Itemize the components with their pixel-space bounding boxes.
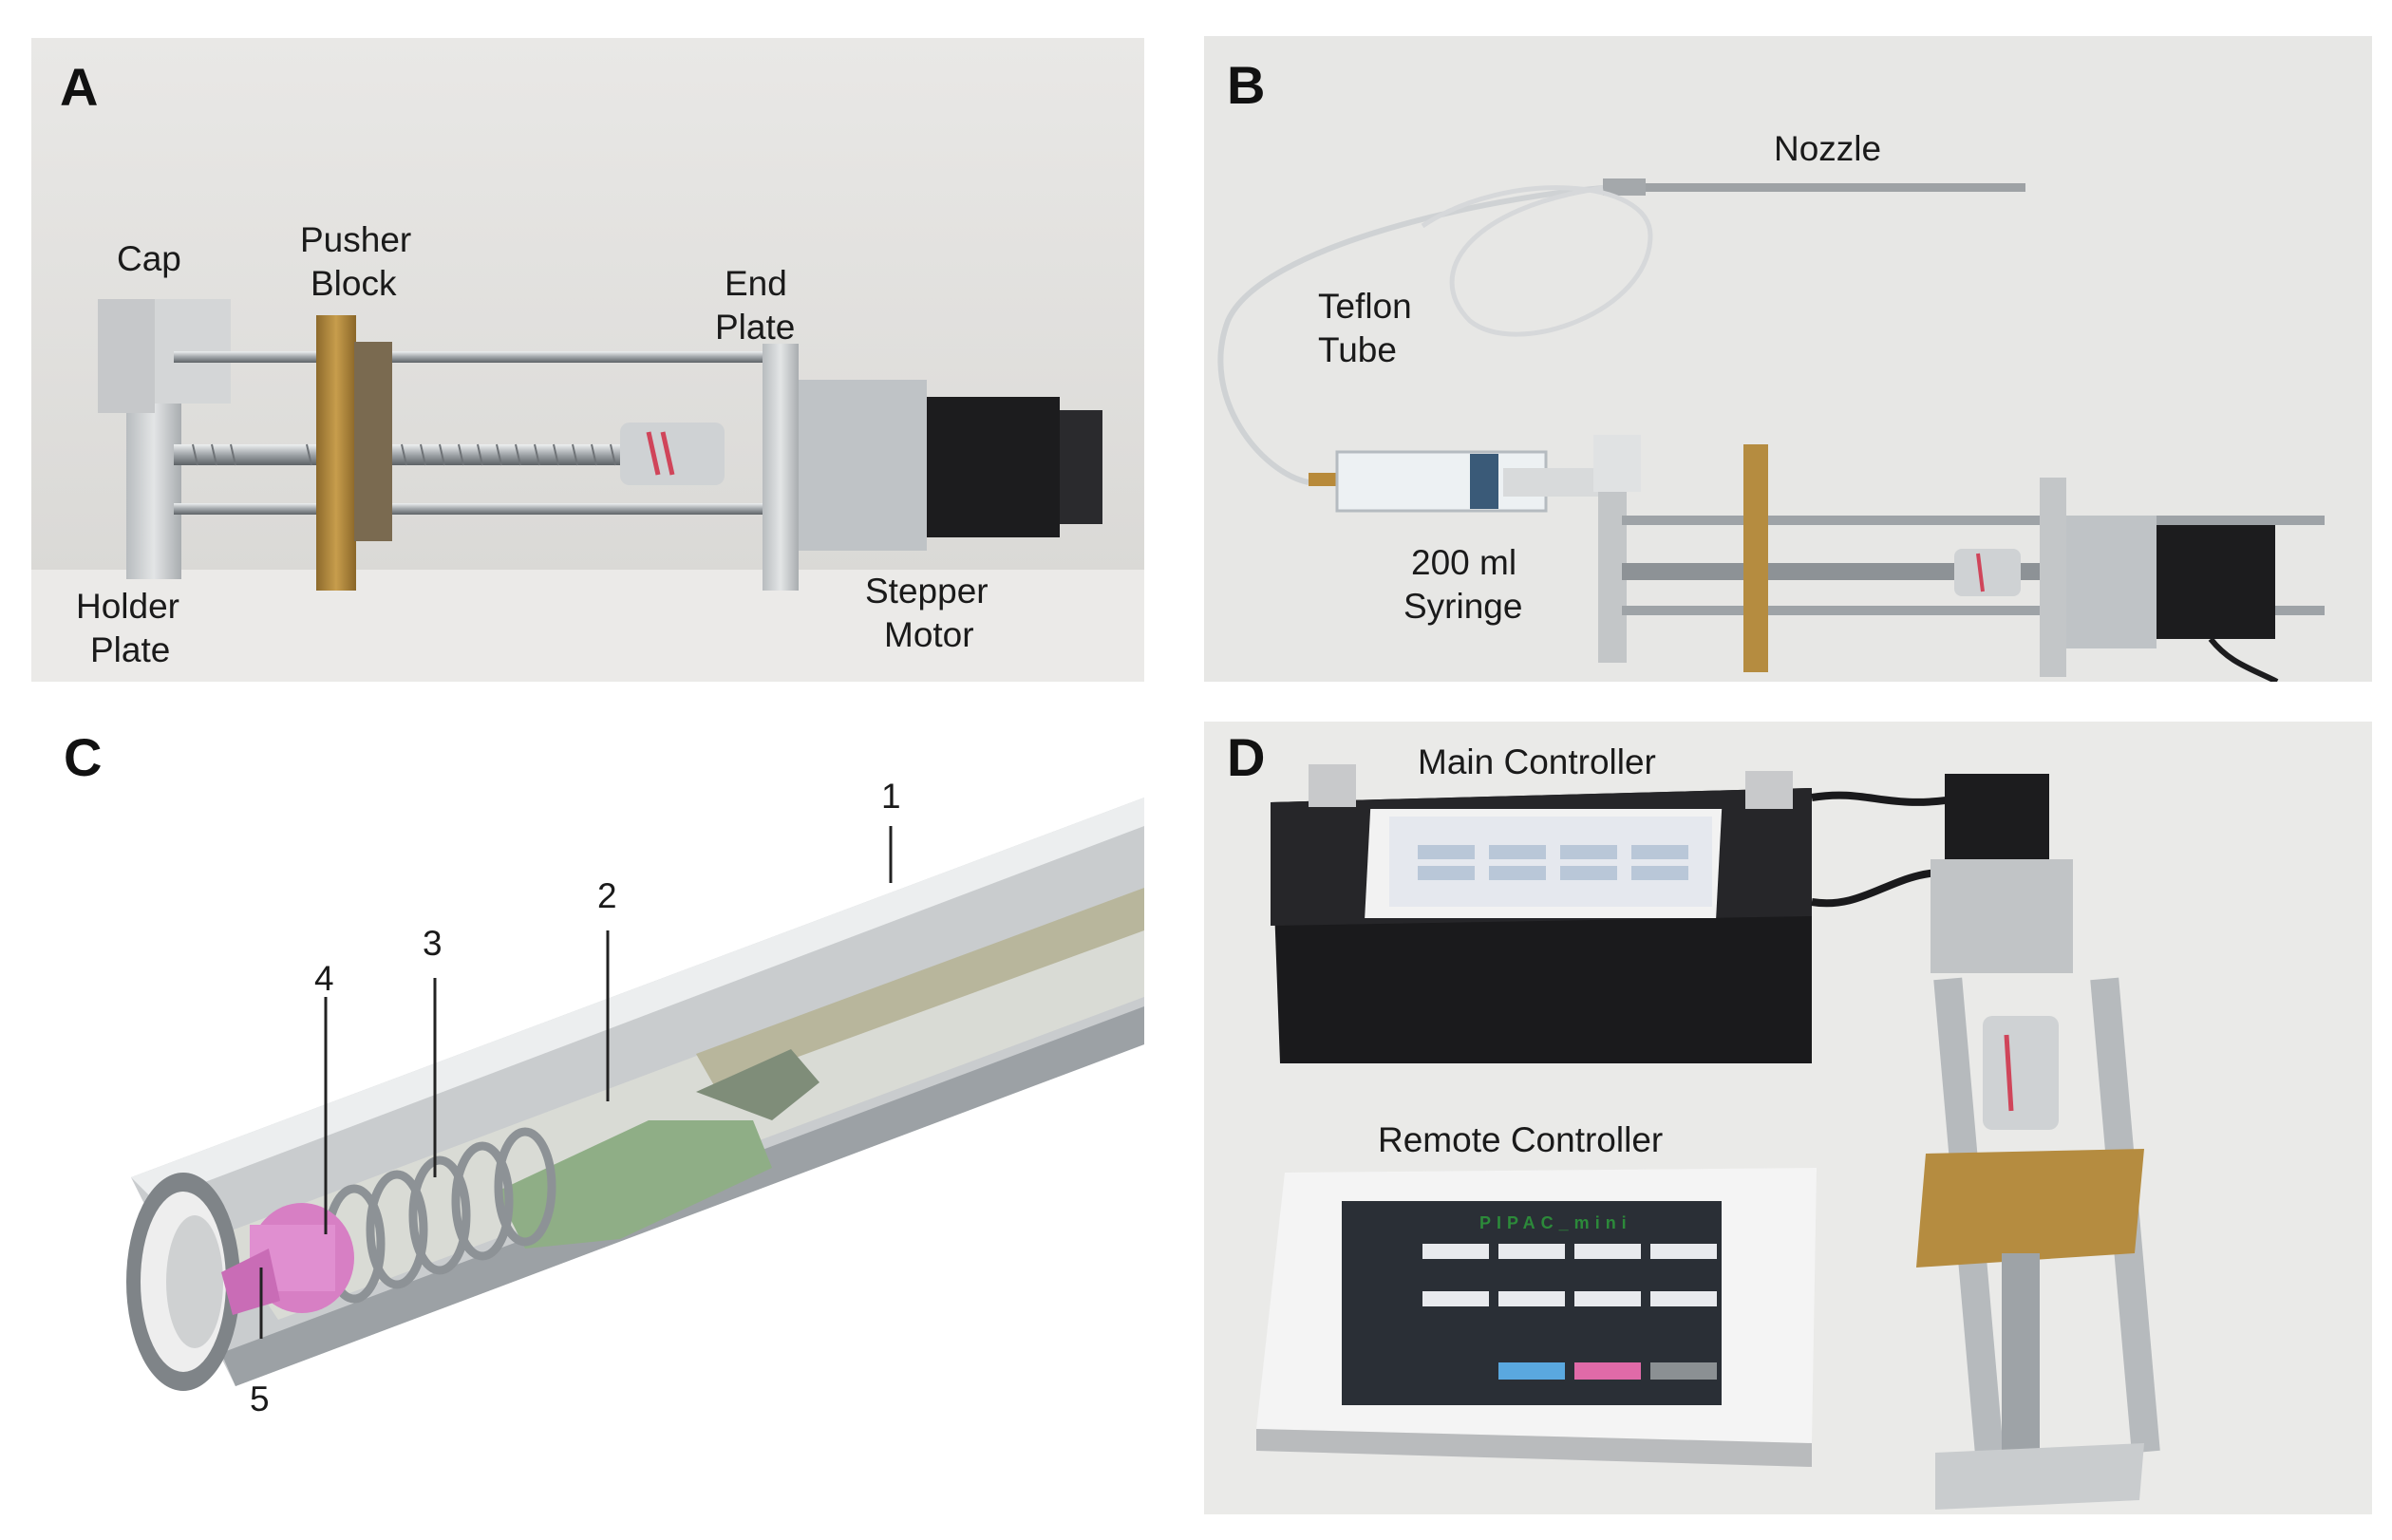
label-syringe-line1: 200 ml: [1411, 543, 1517, 582]
label-end-plate-line2: Plate: [715, 308, 796, 347]
callout-1: 1: [881, 777, 901, 816]
remote-screen-title: PIPAC_mini: [1479, 1213, 1632, 1232]
panel-c-render: C 1 2 3 4 5: [31, 722, 1144, 1481]
label-pusher-block-line2: Block: [311, 264, 397, 303]
callout-5: 5: [250, 1380, 270, 1418]
callout-4: 4: [314, 959, 334, 998]
panel-b-photo: B Nozzle Teflon Tube 200 ml Syringe: [1204, 36, 2372, 682]
syringe-pump-with-nozzle: [1204, 36, 2372, 682]
label-teflon-tube-line2: Tube: [1318, 330, 1397, 369]
panel-a-letter: A: [60, 57, 99, 117]
panel-d-letter: D: [1227, 727, 1266, 787]
label-nozzle: Nozzle: [1774, 129, 1882, 168]
label-teflon-tube-line1: Teflon: [1318, 287, 1412, 326]
label-holder-plate-line2: Plate: [90, 630, 171, 669]
label-end-plate-line1: End: [725, 264, 787, 303]
label-cap: Cap: [117, 239, 181, 278]
syringe-pump-side-view: [31, 38, 1144, 682]
callout-3: 3: [423, 924, 443, 963]
panel-a-photo: A Cap Pusher Block End Plate Holder Plat…: [31, 38, 1144, 682]
panel-b-letter: B: [1227, 55, 1266, 115]
nozzle-cutaway-render: [126, 798, 1144, 1391]
label-stepper-motor-line2: Motor: [884, 615, 974, 654]
controllers-and-pump-photo: [1204, 722, 2372, 1514]
panel-c-letter: C: [64, 727, 103, 787]
label-main-controller: Main Controller: [1418, 742, 1656, 781]
label-pusher-block-line1: Pusher: [300, 220, 412, 259]
callout-2: 2: [597, 876, 617, 915]
panel-d-photo: D Main Controller Remote Controller PIPA…: [1204, 722, 2372, 1514]
label-syringe-line2: Syringe: [1403, 587, 1523, 626]
label-holder-plate-line1: Holder: [76, 587, 179, 626]
label-remote-controller: Remote Controller: [1378, 1120, 1664, 1159]
label-stepper-motor-line1: Stepper: [865, 572, 989, 610]
